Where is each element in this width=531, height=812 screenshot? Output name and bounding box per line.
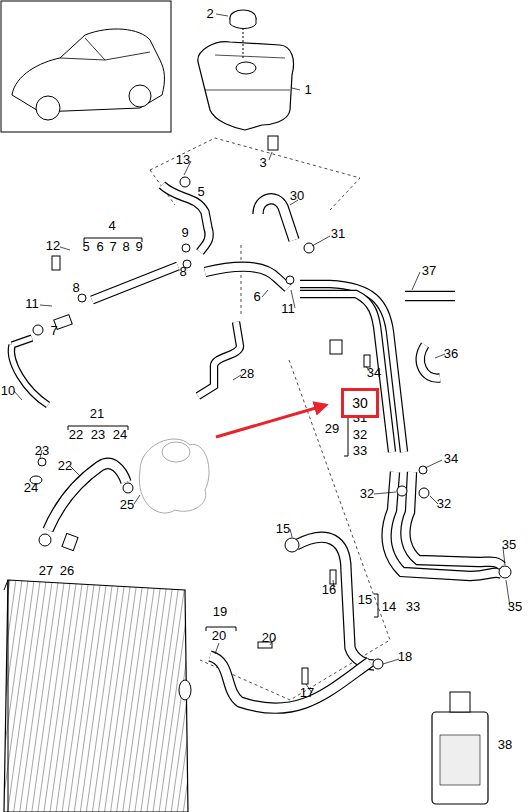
callout-number: 9 xyxy=(181,226,188,240)
callout-number: 30 xyxy=(352,395,368,411)
callout-number: 38 xyxy=(498,738,512,752)
callout-number: 11 xyxy=(281,302,295,316)
callout-number: 35 xyxy=(508,600,522,614)
callout-number: 7 xyxy=(50,324,57,338)
callout-number: 8 xyxy=(179,265,186,279)
callout-number: 33 xyxy=(406,600,420,614)
callout-number: 21 xyxy=(90,407,104,421)
callout-number: 15 xyxy=(358,593,372,607)
callout-number: 20 xyxy=(262,631,276,645)
callout-number: 6 xyxy=(253,290,260,304)
callout-number: 5 xyxy=(82,240,89,254)
callout-number: 35 xyxy=(502,538,516,552)
callout-number: 3 xyxy=(259,156,266,170)
callout-number: 29 xyxy=(325,422,339,436)
callout-number: 23 xyxy=(35,444,49,458)
callout-number: 15 xyxy=(276,522,290,536)
callout-number: 10 xyxy=(1,384,15,398)
callout-number: 5 xyxy=(197,185,204,199)
callout-number: 14 xyxy=(382,600,396,614)
callout-number: 22 xyxy=(69,428,83,442)
callout-number: 23 xyxy=(91,428,105,442)
callout-number: 17 xyxy=(300,686,314,700)
callout-number: 8 xyxy=(72,281,79,295)
callout-number: 34 xyxy=(367,366,381,380)
callout-number: 9 xyxy=(135,240,142,254)
callout-number: 24 xyxy=(113,428,127,442)
callout-number: 8 xyxy=(122,240,129,254)
callout-number: 34 xyxy=(444,452,458,466)
callout-number: 27 xyxy=(39,564,53,578)
callout-number: 26 xyxy=(60,564,74,578)
callout-number: 19 xyxy=(213,605,227,619)
callout-number: 31 xyxy=(331,227,345,241)
callout-number: 7 xyxy=(109,240,116,254)
callout-number: 32 xyxy=(360,487,374,501)
callout-number: 4 xyxy=(108,219,115,233)
callout-number: 1 xyxy=(304,83,311,97)
callout-number: 33 xyxy=(353,444,367,458)
callout-number: 22 xyxy=(58,459,72,473)
callout-number: 16 xyxy=(322,583,336,597)
callout-number: 32 xyxy=(353,428,367,442)
callout-number: 2 xyxy=(206,7,213,21)
callout-number: 12 xyxy=(46,239,60,253)
callout-number: 25 xyxy=(120,498,134,512)
highlight-box: 30 xyxy=(341,388,379,418)
callout-number: 13 xyxy=(176,153,190,167)
callout-number: 36 xyxy=(444,347,458,361)
callout-number: 20 xyxy=(212,629,226,643)
callout-number: 30 xyxy=(290,189,304,203)
callout-number: 32 xyxy=(437,497,451,511)
callout-number: 37 xyxy=(422,264,436,278)
callout-number: 18 xyxy=(398,650,412,664)
callout-number: 11 xyxy=(25,297,39,311)
callout-number: 24 xyxy=(24,481,38,495)
callout-number: 28 xyxy=(240,367,254,381)
callout-number: 6 xyxy=(96,240,103,254)
